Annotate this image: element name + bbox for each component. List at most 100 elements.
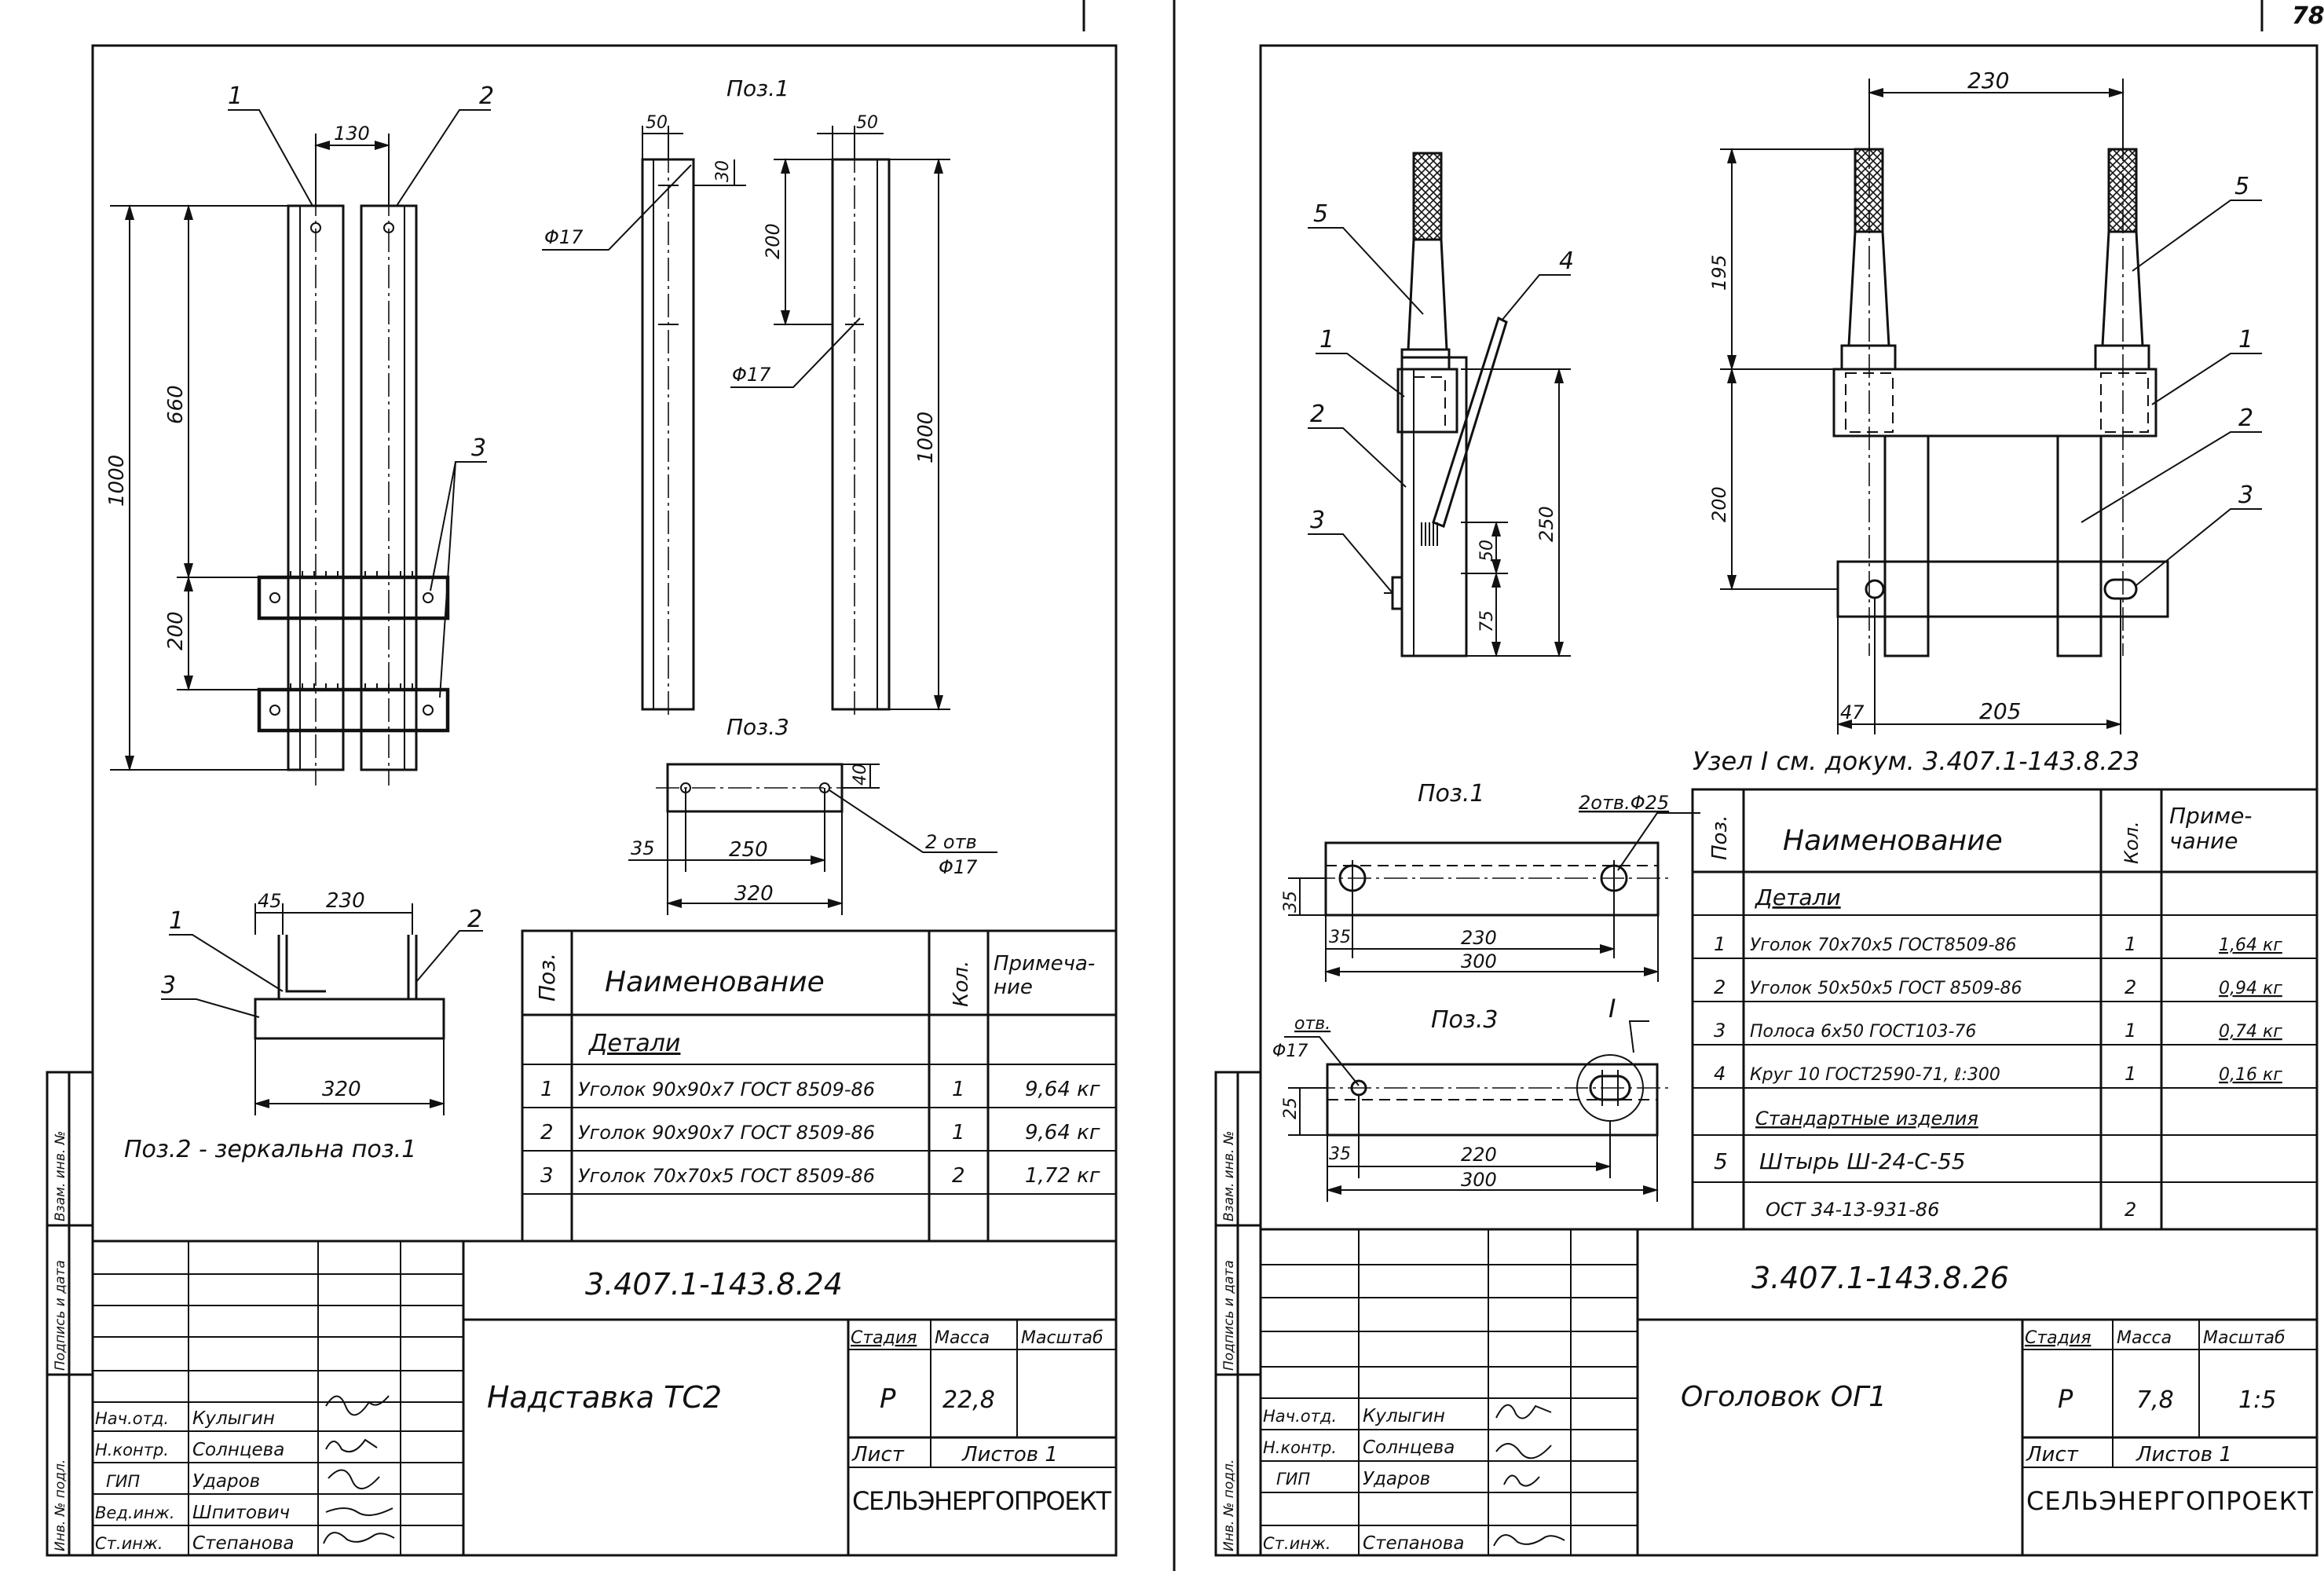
holes-label: 2 отв: [925, 831, 977, 853]
row-qty: 2: [952, 1164, 965, 1188]
row-pos: 4: [1714, 1063, 1726, 1085]
callout-2: 2: [479, 82, 494, 110]
callout-1r: 1: [1319, 326, 1334, 353]
stamp-label-replace: Взам. инв. №: [53, 1131, 68, 1221]
spec-r-h-pos: Поз.: [1708, 815, 1732, 860]
left-sheet-label: Лист: [851, 1443, 905, 1467]
stamp-label-inv: Инв. № подл.: [53, 1459, 68, 1551]
dim-50-b: 50: [856, 113, 878, 133]
role-text: Нач.отд.: [95, 1409, 169, 1428]
dim-250-r: 250: [1535, 506, 1557, 542]
callout-5: 5: [1313, 200, 1328, 228]
row-name: Уголок 90х90х7 ГОСТ 8509-86: [578, 1122, 875, 1144]
callout-4: 4: [1559, 247, 1574, 275]
dim-320-a: 320: [734, 882, 774, 906]
callout-r3: 3: [2238, 482, 2253, 509]
row-qty: 2: [2125, 1199, 2136, 1221]
row-name: Штырь Ш-24-С-55: [1759, 1148, 1966, 1174]
left-mass-label: Масса: [935, 1328, 990, 1348]
dim-230-b: 230: [1461, 927, 1497, 949]
dim-200: 200: [164, 611, 188, 650]
dim-1000: 1000: [105, 455, 129, 507]
dim-300-a: 300: [1461, 950, 1497, 972]
og1-front-view: [1832, 137, 2169, 657]
spec-h-note: Примеча-ние: [994, 952, 1095, 999]
row-name: Уголок 90х90х7 ГОСТ 8509-86: [578, 1078, 875, 1100]
og1-side-dims: 250 50 75: [1461, 368, 1571, 657]
dim-130: 130: [334, 123, 370, 145]
spec-r-h-note: Приме-чание: [2169, 803, 2252, 854]
ts2-front-view: [257, 192, 450, 786]
right-people: Нач.отд. Кулыгин Н.контр. Солнцева ГИП У…: [1263, 1406, 1465, 1554]
name-text: Кулыгин: [192, 1408, 275, 1429]
dim-45: 45: [258, 890, 282, 912]
name-text: Шпитович: [192, 1503, 290, 1523]
callout-1: 1: [228, 82, 243, 110]
dim-1000-b: 1000: [914, 412, 938, 463]
row-pos: 2: [1714, 976, 1726, 998]
table-row: 3 Уголок 70х70х5 ГОСТ 8509-86 2 1,72 кг: [540, 1164, 1100, 1188]
ts2-callouts: 1 2 3: [228, 82, 494, 698]
dim-195: 195: [1708, 255, 1730, 291]
dim-75-r: 75: [1477, 610, 1497, 632]
row-pos: 5: [1714, 1148, 1728, 1174]
row-name: Уголок 50х50х5 ГОСТ 8509-86: [1750, 979, 2022, 998]
row-name: Круг 10 ГОСТ2590-71, ℓ:300: [1750, 1065, 2000, 1085]
callout-2b: 2: [467, 906, 482, 933]
row-pos: 3: [1714, 1020, 1726, 1042]
table-row: 4 Круг 10 ГОСТ2590-71, ℓ:300 1 0,16 кг: [1714, 1063, 2282, 1085]
holes-25: 2отв.Φ25: [1579, 792, 1669, 814]
left-side-stamp: Инв. № подл. Подпись и дата Взам. инв. №: [46, 1071, 94, 1557]
left-title-block: 3.407.1-143.8.24 Надставка ТС2 Стадия Ма…: [91, 1240, 1118, 1557]
left-stage: Р: [880, 1383, 896, 1415]
dim-250: 250: [729, 838, 768, 862]
right-mass-label: Масса: [2117, 1328, 2172, 1348]
callout-2r: 2: [1310, 401, 1325, 428]
dim-50-a: 50: [646, 113, 668, 133]
callout-r2: 2: [2238, 405, 2253, 432]
left-people: Нач.отд. Кулыгин Н.контр. Солнцева ГИП У…: [95, 1408, 295, 1554]
right-org: СЕЛЬЭНЕРГОПРОЕКТ: [2026, 1486, 2313, 1516]
role-text: Нач.отд.: [1263, 1407, 1337, 1426]
left-doc-title: Надставка ТС2: [487, 1380, 722, 1415]
og1-front-dims: 230 195 200 47 205: [1708, 68, 2125, 734]
og1-pos3-strip: I 35 220 300 25 отв. Φ17: [1272, 994, 1673, 1202]
spec-h-name: Наименование: [605, 966, 825, 998]
og1-pos1-plate: 35 230 300 35 2отв.Φ25: [1281, 792, 1700, 982]
dim-220: 220: [1461, 1144, 1497, 1166]
row-note: 0,74 кг: [2219, 1022, 2282, 1042]
spec-r-h-name: Наименование: [1783, 825, 2003, 857]
dim-200-r: 200: [1708, 486, 1730, 522]
row-note: 1,72 кг: [1025, 1164, 1100, 1188]
dim-25: 25: [1281, 1097, 1301, 1119]
role-text: ГИП: [106, 1472, 140, 1491]
stamp-label-sign: Подпись и дата: [53, 1260, 68, 1371]
left-sheet: Инв. № подл. Подпись и дата Взам. инв. №: [46, 44, 1118, 1557]
stamp-label-inv-r: Инв. № подл.: [1221, 1459, 1237, 1551]
right-spec-table: Поз. Наименование Кол. Приме-чание Детал…: [1691, 788, 2319, 1231]
name-text: Солнцева: [192, 1440, 284, 1460]
right-stage: Р: [2058, 1384, 2073, 1414]
row-pos: 1: [540, 1078, 554, 1101]
callout-1b: 1: [169, 907, 184, 935]
pos1-dims: 50 30 Φ17 50 200 Φ17 1000: [542, 113, 950, 711]
name-text: Степанова: [192, 1533, 295, 1554]
right-doc-code: 3.407.1-143.8.26: [1751, 1261, 2009, 1295]
dim-320-b: 320: [322, 1078, 361, 1101]
hole-17-phi: Φ17: [1272, 1042, 1308, 1061]
pos3-view: 35 250 320 40 2 отв Φ17: [628, 763, 997, 915]
node-mark: I: [1609, 994, 1616, 1024]
name-text: Кулыгин: [1363, 1406, 1445, 1426]
right-title-block: 3.407.1-143.8.26 Оголовок ОГ1 Стадия Мас…: [1259, 1228, 2319, 1557]
role-text: Ст.инж.: [95, 1534, 163, 1553]
spec-h-pos: Поз.: [534, 953, 560, 1002]
right-sheet: Инв. № подл. Подпись и дата Взам. инв. №…: [1214, 44, 2319, 1557]
dim-35-a: 35: [1329, 928, 1351, 947]
row-name: Уголок 70х70х5 ГОСТ 8509-86: [578, 1165, 875, 1187]
role-text: Н.контр.: [95, 1441, 169, 1459]
phi17-b: Φ17: [732, 364, 771, 386]
left-doc-code: 3.407.1-143.8.24: [585, 1267, 843, 1302]
phi17-a: Φ17: [544, 226, 584, 248]
left-signatures: [323, 1395, 395, 1544]
